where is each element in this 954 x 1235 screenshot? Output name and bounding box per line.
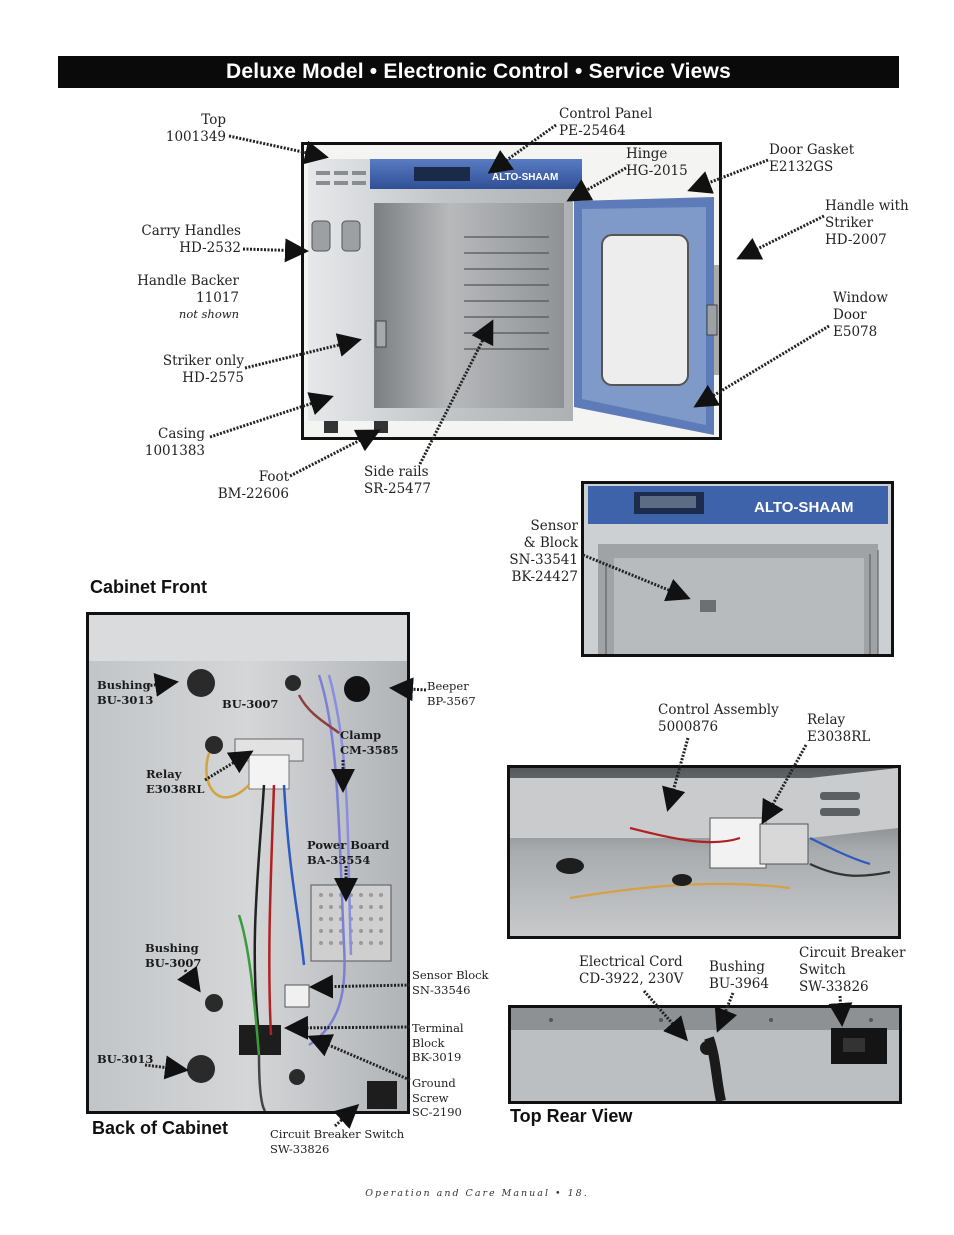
heading-back-of-cabinet: Back of Cabinet: [92, 1118, 229, 1138]
sensor-photo: ALTO-SHAAM: [581, 481, 894, 657]
top-rear-inside-photo: [507, 765, 901, 939]
heading-top-rear-view: Top Rear View: [510, 1106, 633, 1126]
top-rear-illustration: [511, 1008, 899, 1101]
brand-logo: ALTO-SHAAM: [492, 172, 558, 183]
svg-text:ALTO-SHAAM: ALTO-SHAAM: [754, 499, 853, 516]
back-of-cabinet-photo: [86, 612, 410, 1114]
cabinet-front-illustration: ALTO-SHAAM: [308, 159, 719, 435]
back-illustration: [89, 615, 407, 1111]
top-inside-illustration: [510, 768, 898, 936]
page-footer: Operation and Care Manual • 18.: [365, 1188, 589, 1199]
top-rear-view-photo: [508, 1005, 902, 1104]
label-bu3007-top: BU-3007: [222, 697, 279, 711]
page-title: Deluxe Model • Electronic Control • Serv…: [58, 56, 899, 88]
sensor-illustration: ALTO-SHAAM: [584, 484, 891, 654]
cabinet-front-photo: ALTO-SHAAM: [301, 142, 722, 440]
carry-handles: [311, 220, 361, 252]
label-bu3013-bottom: BU-3013: [97, 1052, 154, 1066]
heading-cabinet-front: Cabinet Front: [90, 577, 207, 597]
